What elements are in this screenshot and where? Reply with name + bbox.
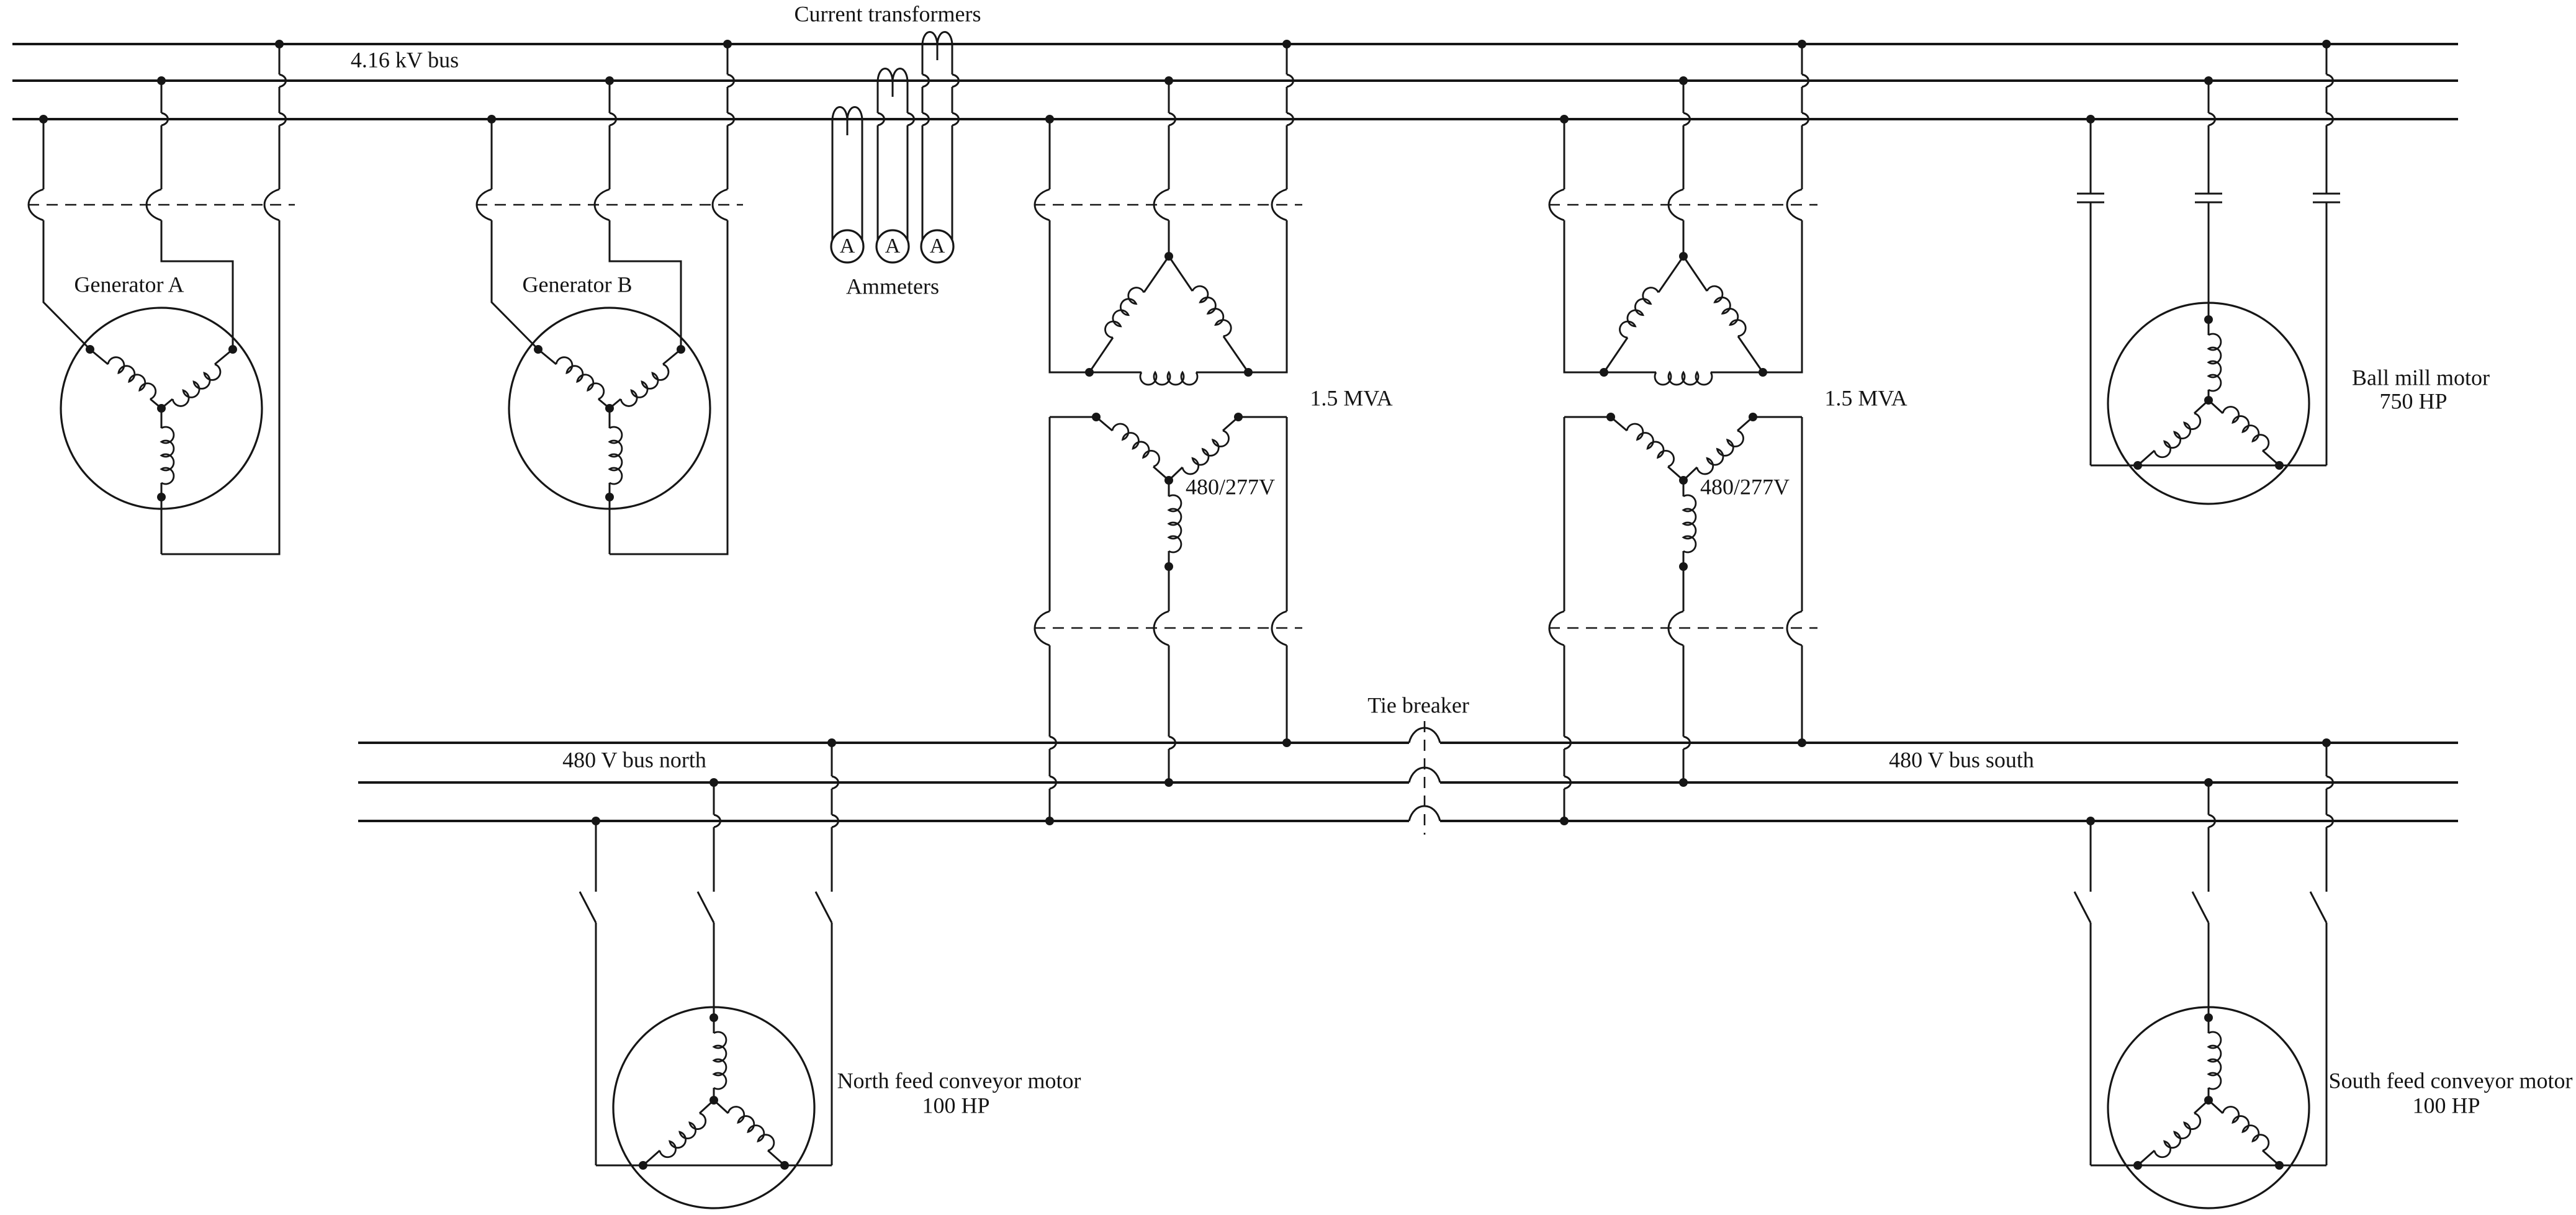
wye-winding-icon [2152, 333, 2273, 462]
wye-winding-icon [1048, 413, 1288, 821]
current-transformer-icon [831, 106, 863, 240]
north-conveyor-motor-rating: 100 HP [922, 1093, 989, 1118]
current-transformer-icon [921, 31, 960, 240]
wire-hop-icon [609, 73, 735, 127]
hv-bus-label: 4.16 kV bus [351, 47, 459, 72]
north-conveyor-branch: North feed conveyor motor 100 HP [579, 738, 1081, 1209]
transformer-1-hv-wiring [1048, 44, 1288, 374]
transformer-2-hv-wiring [1563, 44, 1803, 374]
wye-winding-icon [1563, 413, 1803, 821]
ammeter-letter: A [885, 235, 901, 258]
lv-bus-lines [358, 742, 2458, 822]
delta-winding-icon [1085, 252, 1253, 386]
transformer-1-secondary-label: 480/277V [1186, 474, 1275, 499]
lv-bus-north-south: 480 V bus north 480 V bus south [358, 742, 2458, 822]
south-conveyor-branch: South feed conveyor motor 100 HP [2073, 738, 2573, 1209]
north-conveyor-motor-label: North feed conveyor motor [837, 1068, 1081, 1093]
ammeters-label: Ammeters [846, 274, 939, 298]
wire-hop-icon [1049, 735, 1176, 790]
ball-mill-motor-rating: 750 HP [2379, 388, 2447, 413]
disconnect-switch-icon [2073, 891, 2328, 923]
north-conveyor-wiring [595, 743, 833, 1167]
generator-b-branch: Generator B [475, 40, 743, 555]
south-conveyor-motor-label: South feed conveyor motor [2329, 1068, 2573, 1093]
wire-hop-icon [1564, 735, 1691, 790]
circuit-breaker-icon [475, 188, 743, 222]
tie-breaker-label: Tie breaker [1367, 693, 1469, 717]
circuit-breaker-icon [1548, 610, 1817, 647]
generator-a-label: Generator A [74, 272, 184, 297]
hv-bus-lines [12, 43, 2458, 120]
wye-winding-icon [554, 352, 673, 485]
lv-bus-north-label: 480 V bus north [562, 747, 706, 772]
ammeter-letter: A [840, 235, 855, 258]
current-transformers-label: Current transformers [795, 1, 981, 26]
hv-bus: 4.16 kV bus [12, 43, 2458, 120]
junction-dots [592, 738, 836, 1170]
wire-hop-icon [1168, 73, 1294, 127]
ammeter-icon: A [830, 229, 865, 264]
wye-winding-icon [657, 1031, 778, 1162]
ammeter-icon: A [920, 229, 955, 264]
junction-dots [2086, 738, 2331, 1170]
north-conveyor-motor-circle [612, 1006, 816, 1209]
delta-winding-icon [1600, 252, 1767, 386]
ammeter-letter: A [930, 235, 945, 258]
junction-dots [39, 40, 284, 501]
ball-mill-motor-label: Ball mill motor [2352, 365, 2490, 390]
south-conveyor-motor-circle [2107, 1006, 2310, 1209]
tie-breaker-pole-icon [1408, 727, 1441, 822]
ball-mill-wiring [2089, 44, 2328, 467]
ball-mill-motor-circle [2107, 302, 2310, 505]
wire-hop-icon [2208, 775, 2334, 828]
generator-b-circle [508, 307, 711, 510]
ammeter-icon: A [875, 229, 910, 264]
generator-a-circle [60, 307, 263, 510]
generator-a-branch: Generator A [27, 40, 295, 555]
current-transformer-icon [876, 68, 915, 240]
transformer-2-rating-label: 1.5 MVA [1824, 385, 1907, 410]
capacitor-icon [2077, 192, 2340, 204]
transformer-2-secondary-label: 480/277V [1700, 474, 1790, 499]
transformer-1-rating-label: 1.5 MVA [1310, 385, 1392, 410]
wire-hop-icon [2208, 73, 2334, 127]
tie-breaker-group: Tie breaker [1367, 693, 1469, 835]
transformer-1-branch: 1.5 MVA 480/277V [1034, 40, 1393, 825]
ball-mill-branch: Ball mill motor 750 HP [2077, 40, 2490, 505]
junction-dots [2086, 40, 2331, 470]
wire-hop-icon [1683, 73, 1809, 127]
south-conveyor-motor-rating: 100 HP [2412, 1093, 2480, 1118]
generator-a-wiring [42, 44, 281, 555]
junction-dots [1560, 40, 1806, 825]
generator-b-label: Generator B [523, 272, 633, 297]
wire-hop-icon [713, 775, 839, 828]
south-conveyor-wiring [2089, 743, 2328, 1167]
circuit-breaker-icon [27, 188, 295, 222]
current-transformer-group: Current transformers A A A Ammeters [795, 1, 981, 298]
wye-winding-icon [106, 352, 225, 485]
junction-dots [487, 40, 732, 501]
wire-hop-icon [161, 73, 287, 127]
circuit-breaker-icon [1548, 188, 1817, 222]
circuit-breaker-icon [1034, 610, 1302, 647]
wye-winding-icon [2152, 1031, 2273, 1162]
generator-b-wiring [490, 44, 729, 555]
transformer-2-branch: 1.5 MVA 480/277V [1548, 40, 1907, 825]
lv-bus-south-label: 480 V bus south [1889, 747, 2034, 772]
disconnect-switch-icon [579, 891, 833, 923]
circuit-breaker-icon [1034, 188, 1302, 222]
